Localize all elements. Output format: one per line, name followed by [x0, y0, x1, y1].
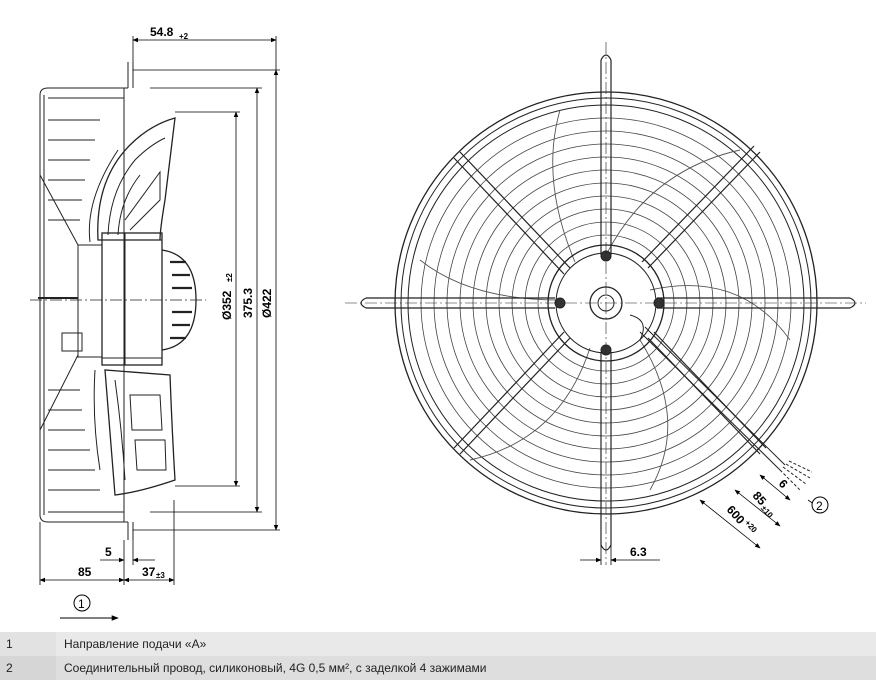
- dim-37: 37: [142, 565, 156, 579]
- legend-number: 2: [0, 656, 56, 680]
- side-dimensions: [39, 36, 280, 621]
- legend-row-2: 2 Соединительный провод, силиконовый, 4G…: [0, 656, 876, 680]
- dim-600-tolerance: +20: [743, 518, 759, 535]
- legend-row-1: 1 Направление подачи «A»: [0, 632, 876, 656]
- front-dimensions: [580, 474, 819, 565]
- dim-6-3: 6.3: [630, 545, 647, 559]
- dim-37-tolerance: ±3: [156, 571, 165, 580]
- callout-1: 1: [73, 594, 91, 612]
- dim-diameter-352: Ø352: [220, 290, 234, 320]
- side-guard-grille: [38, 87, 128, 523]
- side-view: [30, 62, 206, 540]
- front-view: [345, 42, 866, 565]
- front-struts: [360, 54, 856, 551]
- callout-2: 2: [811, 496, 829, 514]
- dim-54-8: 54.8: [150, 25, 174, 39]
- dim-5: 5: [105, 545, 112, 559]
- side-motor: [61, 232, 197, 366]
- svg-text:1: 1: [78, 597, 85, 611]
- side-mounting-ring: [123, 62, 134, 540]
- legend-number: 1: [0, 632, 56, 656]
- dim-375-3: 375.3: [241, 288, 255, 318]
- side-lower-blade: [93, 369, 176, 496]
- front-blades: [419, 109, 791, 491]
- dim-6: 6: [776, 477, 791, 492]
- front-cable: [639, 326, 813, 491]
- legend-text: Соединительный провод, силиконовый, 4G 0…: [64, 661, 487, 675]
- dim-54-8-tolerance: +2: [179, 32, 189, 41]
- side-upper-blade: [88, 117, 176, 243]
- dim-diameter-352-tolerance: ±2: [225, 273, 234, 282]
- fan-technical-drawing: 54.8 +2 Ø352 ±2 375.3 Ø422 5 85 37 ±3 1: [30, 25, 866, 621]
- dim-diameter-422: Ø422: [260, 288, 274, 318]
- svg-text:2: 2: [816, 499, 823, 513]
- dim-85: 85: [78, 565, 92, 579]
- dim-85-cable-tolerance: ±10: [759, 504, 775, 520]
- legend-text: Направление подачи «A»: [64, 637, 207, 651]
